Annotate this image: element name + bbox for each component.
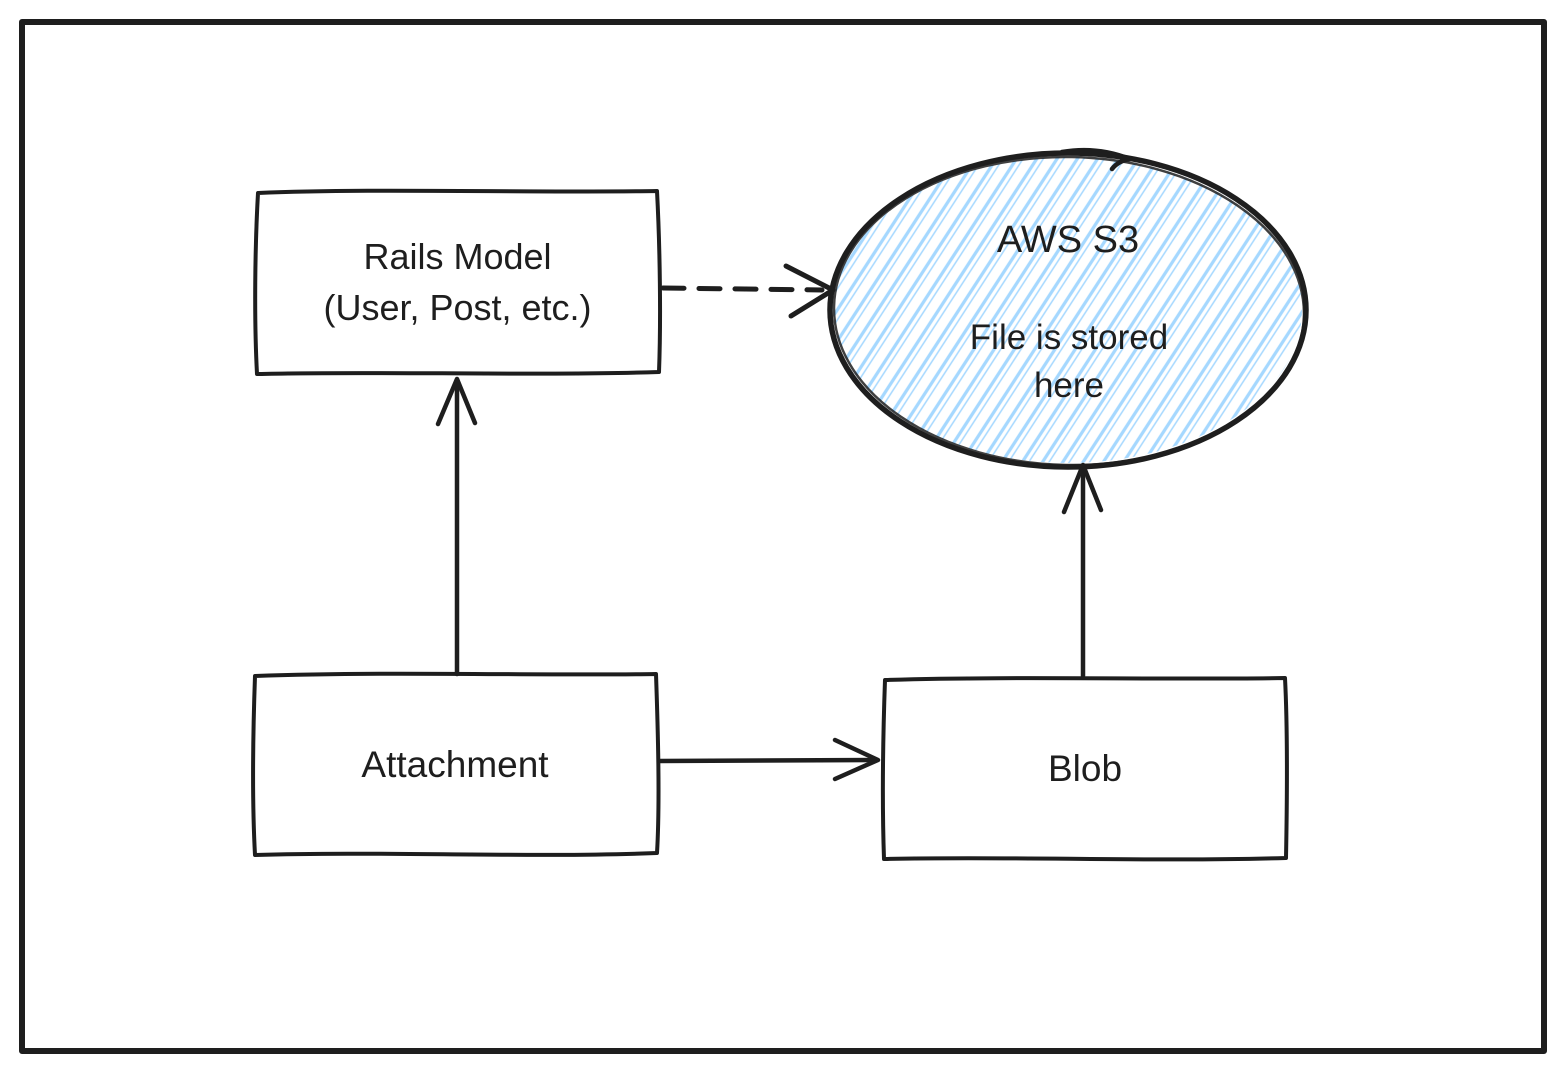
arrow-attachment-to-blob <box>657 737 881 782</box>
ellipse-stroke-flick <box>1059 147 1133 172</box>
blob-box <box>880 676 1289 862</box>
aws-s3-ellipse <box>827 147 1309 470</box>
rails-model-box <box>253 188 663 376</box>
aws-s3-hachure-fill <box>834 157 1302 463</box>
outer-border <box>19 19 1547 1054</box>
arrow-attachment-to-rails-model <box>435 376 478 677</box>
attachment-box <box>251 671 661 857</box>
arrow-rails-model-to-aws-s3 <box>660 263 836 319</box>
arrow-blob-to-aws-s3 <box>1061 462 1104 679</box>
